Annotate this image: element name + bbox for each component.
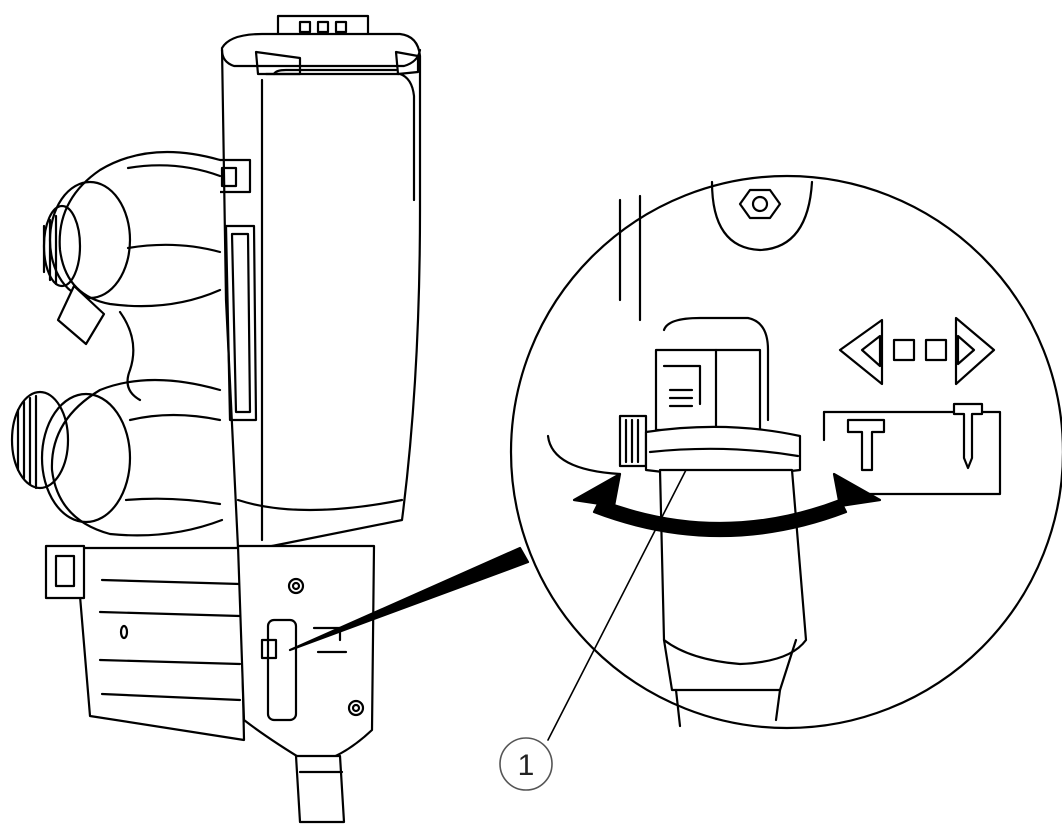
tool-body — [212, 14, 422, 582]
leader-wedge — [288, 546, 530, 652]
small-square-icon — [924, 338, 948, 362]
hose-lower — [10, 310, 224, 537]
arrow-left-icon — [838, 318, 884, 386]
nose-assembly — [236, 544, 376, 824]
magazine — [44, 544, 246, 742]
callout-leader — [547, 469, 687, 741]
detail-view — [509, 174, 1062, 730]
small-square-icon — [892, 338, 916, 362]
arrow-right-icon — [954, 316, 996, 386]
hose-upper — [42, 150, 222, 346]
callout-label: 1 — [518, 749, 535, 782]
callout-1: 1 — [499, 737, 553, 791]
